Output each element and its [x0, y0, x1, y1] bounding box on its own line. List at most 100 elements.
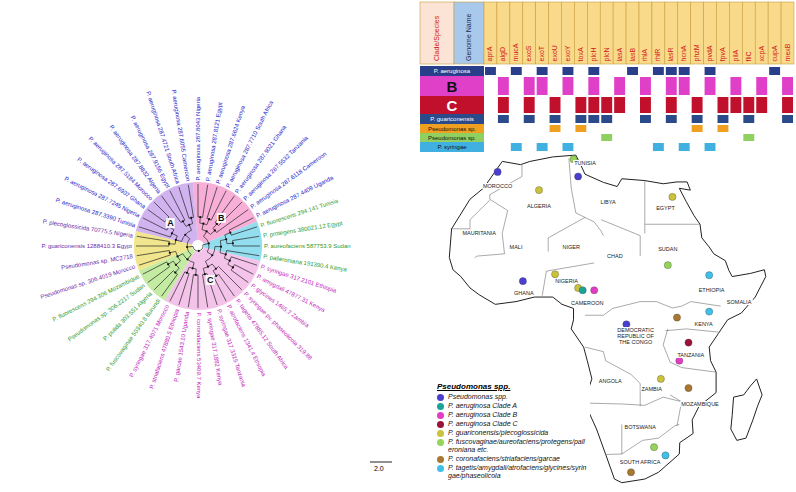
- gene-header: pvdA: [704, 3, 717, 63]
- presence-cell: [588, 67, 599, 75]
- tree-node-dot: [195, 274, 197, 276]
- tree-node-dot: [220, 246, 222, 248]
- presence-cell: [705, 77, 716, 95]
- tree-node-dot: [176, 255, 178, 257]
- tree-node-dot: [199, 216, 201, 218]
- presence-cell: [588, 97, 599, 113]
- legend-swatch: [437, 465, 444, 472]
- tree-node-dot: [188, 224, 190, 226]
- gene-header: fpvA: [717, 3, 730, 63]
- presence-cell: [782, 77, 793, 95]
- gene-header: exoU: [549, 3, 562, 63]
- country-border: [542, 263, 594, 296]
- presence-cell: [730, 97, 741, 113]
- country-name: MOROCCO: [482, 183, 513, 189]
- legend-row: P. aeruginosa Clade C: [437, 420, 587, 428]
- country-name: NIGERIA: [554, 278, 579, 284]
- tree-node-dot: [232, 242, 234, 244]
- isolate-site: [535, 187, 542, 194]
- presence-cell: [563, 77, 574, 95]
- country-name: ANGOLA: [598, 378, 623, 384]
- tree-node-dot: [186, 258, 188, 260]
- isolate-site: [662, 452, 669, 459]
- row-band: [420, 96, 484, 114]
- presence-cell: [575, 125, 586, 132]
- legend-swatch: [437, 421, 444, 428]
- legend-swatch: [437, 456, 444, 463]
- header-cell: [639, 2, 652, 64]
- country-name: KENYA: [694, 321, 714, 327]
- header-cell: [626, 2, 639, 64]
- country-border: [672, 302, 720, 308]
- presence-cell: [653, 143, 664, 151]
- legend-text: Pseudomonas spp.: [448, 393, 508, 401]
- country-border: [548, 217, 585, 251]
- country-border: [475, 199, 508, 258]
- country-border: [585, 347, 640, 406]
- clade-wedges: [134, 182, 262, 310]
- legend-row: P. aeruginosa Clade A: [437, 402, 587, 410]
- legend-swatch: [437, 394, 444, 401]
- presence-cell: [601, 115, 612, 123]
- clade-letter: C: [206, 275, 215, 285]
- gene-header: exoT: [536, 3, 549, 63]
- presence-cell: [498, 115, 509, 123]
- gene-header: fliC: [742, 3, 755, 63]
- tree-node-dot: [168, 243, 170, 245]
- tree-node-dot: [229, 260, 231, 262]
- tree-node-dot: [215, 268, 217, 270]
- header-cell: [549, 2, 562, 64]
- row-label: P. aeruginosa: [420, 66, 484, 76]
- legend-text: P. aeruginosa Clade B: [448, 411, 517, 419]
- presence-cell: [614, 77, 625, 95]
- legend-row: P. tagetis/amygdali/atrofaciens/glycines…: [437, 464, 587, 480]
- header-cell: [510, 2, 523, 64]
- presence-cell: [666, 97, 677, 113]
- clade-letter: B: [217, 213, 226, 223]
- row-label: B: [420, 76, 484, 96]
- isolate-site: [494, 168, 501, 175]
- presence-cell: [679, 143, 690, 151]
- presence-cell: [666, 115, 677, 123]
- tree-node-dot: [215, 275, 217, 277]
- country-name: TANZANIA: [676, 352, 705, 358]
- tree-node-dot: [171, 232, 173, 234]
- presence-cell: [627, 67, 638, 75]
- tree-node-dot: [175, 239, 177, 241]
- presence-cell: [743, 134, 754, 141]
- presence-cell: [782, 97, 793, 113]
- isolate-site: [579, 287, 586, 294]
- country-name: MOZAMBIQUE: [680, 401, 720, 407]
- isolate-site: [673, 314, 680, 321]
- country-border: [621, 424, 622, 454]
- country-name: GHANA: [513, 290, 535, 296]
- isolate-site: [627, 469, 634, 476]
- legend-text: P. coronafaciens/striafaciens/garcae: [448, 455, 560, 463]
- country-border: [670, 395, 682, 426]
- header-cell: [717, 2, 730, 64]
- presence-cell: [782, 115, 793, 123]
- tree-node-dot: [198, 250, 200, 252]
- header-cell: [587, 2, 600, 64]
- gene-header: rhlA: [639, 3, 652, 63]
- presence-cell: [550, 97, 561, 113]
- isolate-site: [685, 384, 692, 391]
- isolate-site: [669, 193, 676, 200]
- presence-cell: [575, 115, 586, 123]
- isolate-site: [575, 173, 582, 180]
- legend-row: Pseudomonas spp.: [437, 393, 587, 401]
- presence-cell: [718, 125, 729, 132]
- presence-cell: [511, 67, 522, 75]
- legend-text: P. guariconensis/plecoglossicida: [448, 429, 548, 437]
- legend-swatch: [437, 439, 444, 446]
- country-name: ETHIOPIA: [698, 287, 726, 293]
- tree-node-dot: [207, 266, 209, 268]
- tree-node-dot: [208, 242, 210, 244]
- row-band: [420, 114, 484, 124]
- presence-cell: [666, 67, 677, 75]
- country-name: TUNISIA: [573, 160, 597, 166]
- presence-cell: [679, 67, 690, 75]
- gene-header: plcH: [587, 3, 600, 63]
- presence-cell: [692, 125, 703, 132]
